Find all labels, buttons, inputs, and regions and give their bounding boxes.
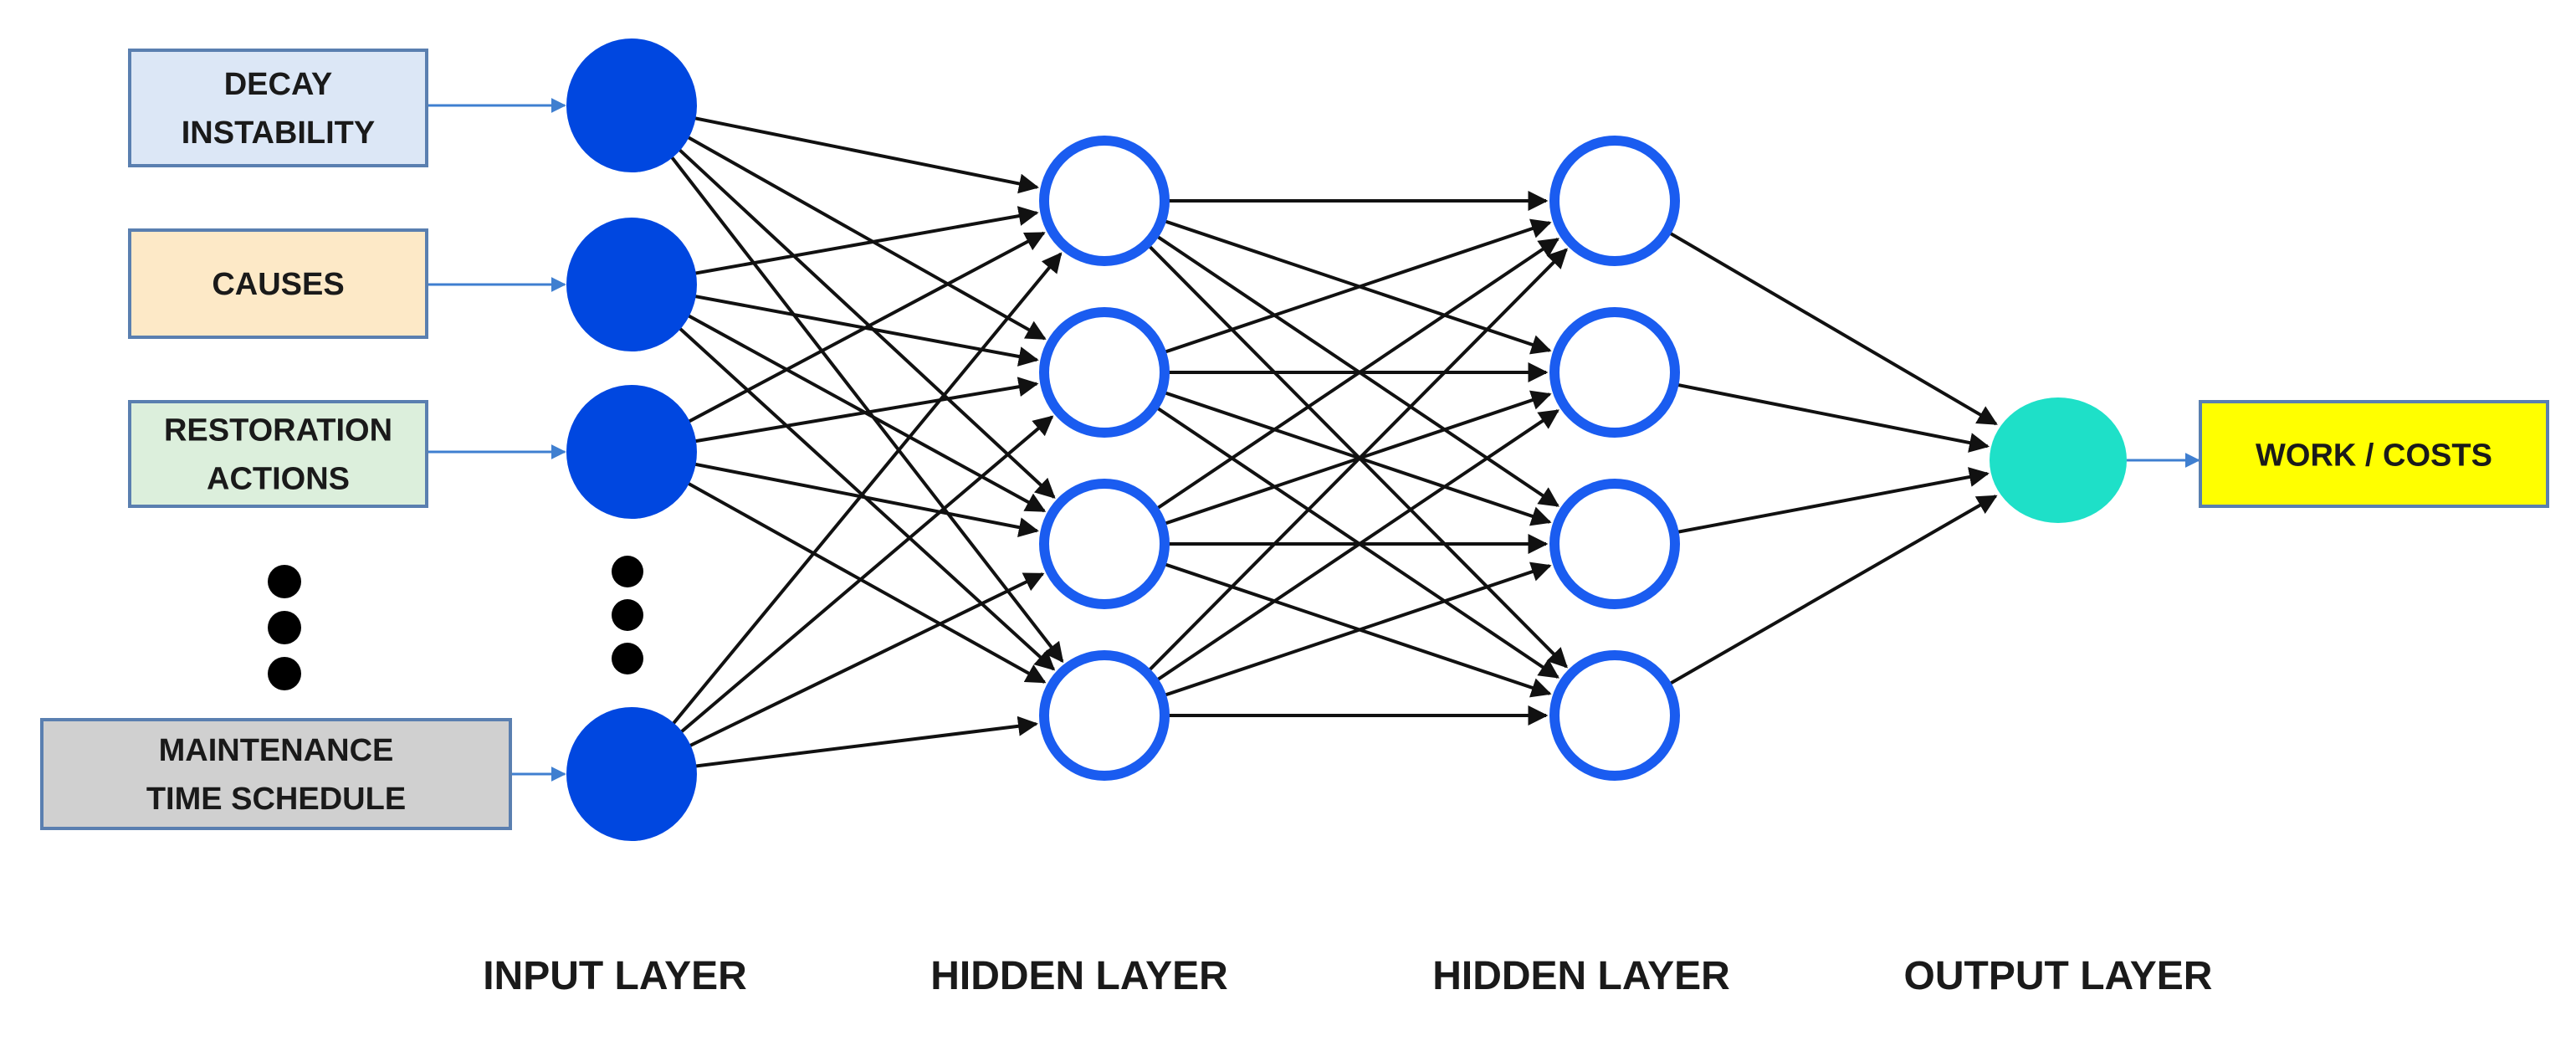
- ellipsis-dot: [612, 556, 643, 587]
- hidden-node: [1549, 479, 1680, 609]
- hidden-node: [1549, 307, 1680, 438]
- edge-input-hidden1: [669, 377, 1039, 448]
- ellipsis-dot: [612, 643, 643, 674]
- ellipsis-dot: [268, 657, 301, 690]
- hidden-node: [1039, 307, 1170, 438]
- output-node: [1990, 397, 2127, 523]
- layer-label-output: OUTPUT LAYER: [1904, 954, 2213, 998]
- input-arrows: [427, 98, 2200, 782]
- hidden-node: [1549, 650, 1680, 781]
- input-box: [128, 228, 428, 339]
- ellipsis-dots-inputs: [268, 565, 301, 690]
- edge-input-hidden1: [665, 231, 1046, 435]
- ellipsis-dot: [268, 611, 301, 644]
- edge-hidden1-hidden2: [1130, 248, 1568, 690]
- input-node: [566, 218, 697, 351]
- edge-input-hidden1: [664, 123, 1047, 341]
- output-box-label: WORK / COSTS: [2256, 438, 2492, 474]
- ellipsis-dot: [612, 599, 643, 631]
- edge-input-hidden1: [669, 111, 1039, 194]
- layer-label-hidden-1: HIDDEN LAYER: [930, 954, 1228, 998]
- input-box: [128, 49, 428, 167]
- edge-hidden2-output: [1647, 495, 1998, 698]
- input-node: [566, 385, 697, 519]
- edge-hidden1-hidden2: [1140, 390, 1552, 533]
- edge-input-hidden1: [654, 135, 1064, 664]
- edge-input-hidden1: [669, 457, 1039, 537]
- edge-input-hidden1: [666, 572, 1045, 759]
- network-nodes: [566, 38, 2127, 841]
- connection-edges: [654, 111, 1998, 772]
- layer-label-hidden-2: HIDDEN LAYER: [1432, 954, 1730, 998]
- edge-input-hidden1: [669, 206, 1039, 279]
- hidden-node: [1039, 136, 1170, 266]
- input-node: [566, 707, 697, 841]
- edge-hidden2-output: [1647, 218, 1998, 426]
- edge-input-hidden1: [659, 310, 1056, 671]
- edge-hidden1-hidden2: [1135, 409, 1559, 695]
- layer-label-input: INPUT LAYER: [483, 954, 747, 998]
- edge-hidden1-hidden2: [1140, 555, 1552, 698]
- input-box-label: TIME SCHEDULE: [146, 782, 406, 817]
- input-box-label: CAUSES: [212, 267, 344, 302]
- edge-hidden1-hidden2: [1140, 562, 1552, 705]
- edge-hidden1-hidden2: [1135, 238, 1559, 524]
- edge-input-hidden1: [664, 469, 1047, 684]
- edge-hidden2-output: [1652, 378, 1990, 453]
- edge-input-hidden1: [670, 715, 1039, 772]
- edge-input-hidden1: [655, 252, 1063, 746]
- input-box: [40, 718, 512, 830]
- edge-hidden1-hidden2: [1140, 383, 1552, 526]
- input-box-label: ACTIONS: [207, 462, 350, 497]
- hidden-node: [1549, 136, 1680, 266]
- edge-hidden1-hidden2: [1140, 218, 1552, 362]
- input-box-label: MAINTENANCE: [159, 733, 394, 768]
- output-box: [2199, 400, 2549, 508]
- edge-input-hidden1: [660, 415, 1054, 751]
- ellipsis-dot: [268, 565, 301, 598]
- edge-hidden1-hidden2: [1130, 227, 1568, 669]
- input-box-label: RESTORATION: [164, 413, 392, 449]
- input-box-label: DECAY: [224, 67, 333, 102]
- edge-hidden2-output: [1652, 467, 1990, 539]
- edge-hidden1-hidden2: [1140, 212, 1552, 355]
- ellipsis-dots-input-layer: [612, 556, 643, 674]
- layer-labels: INPUT LAYER HIDDEN LAYER HIDDEN LAYER OU…: [483, 954, 2212, 998]
- edge-hidden1-hidden2: [1135, 392, 1559, 679]
- edge-input-hidden1: [669, 290, 1039, 367]
- input-box-label: INSTABILITY: [182, 115, 376, 151]
- input-box: [128, 400, 428, 508]
- input-node: [566, 38, 697, 172]
- input-boxes: DECAY INSTABILITY CAUSES RESTORATION ACTIONS…: [40, 49, 2549, 830]
- hidden-node: [1039, 479, 1170, 609]
- edge-input-hidden1: [658, 131, 1056, 499]
- hidden-node: [1039, 650, 1170, 781]
